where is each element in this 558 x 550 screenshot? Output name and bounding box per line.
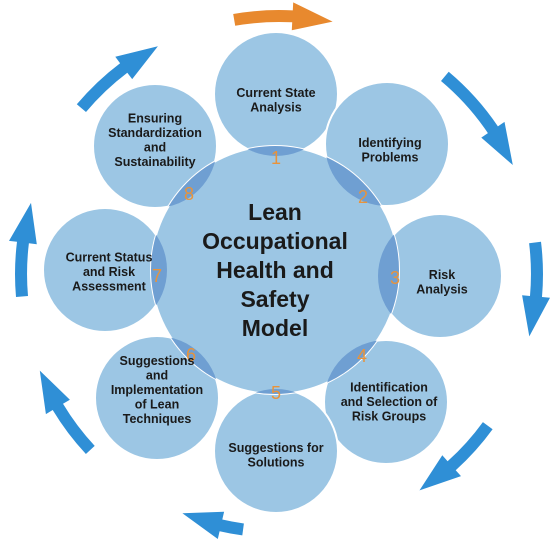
step-label-line: and xyxy=(144,140,166,154)
step-label-line: Standardization xyxy=(108,126,202,140)
step-label-line: Analysis xyxy=(250,100,301,114)
orange-arrow-icon xyxy=(233,2,333,31)
center-title-line: Lean xyxy=(248,199,302,225)
blue-arrow-icon xyxy=(76,46,158,113)
step-circle-8 xyxy=(92,83,218,209)
step-label-line: Problems xyxy=(362,150,419,164)
center-title-line: Safety xyxy=(240,286,309,312)
step-number-4: 4 xyxy=(357,346,367,366)
step-label-line: Current Status xyxy=(66,251,153,265)
blue-arrow-icon xyxy=(441,71,513,165)
cycle-arrows xyxy=(9,2,550,539)
center-title-line: Occupational xyxy=(202,228,348,254)
step-label-line: and xyxy=(146,369,168,383)
blue-arrow-icon xyxy=(39,370,95,454)
step-circle-4 xyxy=(323,339,449,465)
step-label-line: Suggestions xyxy=(119,354,194,368)
step-label-line: Implementation xyxy=(111,383,203,397)
step-label-line: and Selection of xyxy=(341,395,438,409)
step-label-line: Solutions xyxy=(248,455,305,469)
step-label-line: Risk xyxy=(429,268,455,282)
step-label-line: Current State xyxy=(236,86,315,100)
step-number-8: 8 xyxy=(184,184,194,204)
step-label-line: Sustainability xyxy=(114,155,195,169)
step-number-2: 2 xyxy=(358,187,368,207)
step-label-line: Analysis xyxy=(416,282,467,296)
step-label-line: of Lean xyxy=(135,398,179,412)
step-number-5: 5 xyxy=(271,383,281,403)
step-label-line: Assessment xyxy=(72,280,146,294)
blue-arrow-icon xyxy=(9,202,37,297)
step-number-3: 3 xyxy=(390,268,400,288)
blue-arrow-icon xyxy=(419,422,493,491)
step-number-7: 7 xyxy=(152,266,162,286)
step-label-line: Ensuring xyxy=(128,111,182,125)
step-label-line: Identification xyxy=(350,381,428,395)
step-label-line: Suggestions for xyxy=(228,441,323,455)
step-label-line: Techniques xyxy=(123,412,192,426)
step-number-1: 1 xyxy=(271,148,281,168)
step-label-line: Identifying xyxy=(358,136,421,150)
step-number-6: 6 xyxy=(186,345,196,365)
step-label-line: and Risk xyxy=(83,265,135,279)
blue-arrow-icon xyxy=(182,511,244,539)
step-circle-6 xyxy=(94,335,220,461)
center-title-line: Model xyxy=(242,315,308,341)
center-title-line: Health and xyxy=(216,257,334,283)
step-label-line: Risk Groups xyxy=(352,410,426,424)
step-numbers: 1 2 3 4 5 6 7 8 xyxy=(152,148,400,403)
blue-arrow-icon xyxy=(522,241,550,337)
